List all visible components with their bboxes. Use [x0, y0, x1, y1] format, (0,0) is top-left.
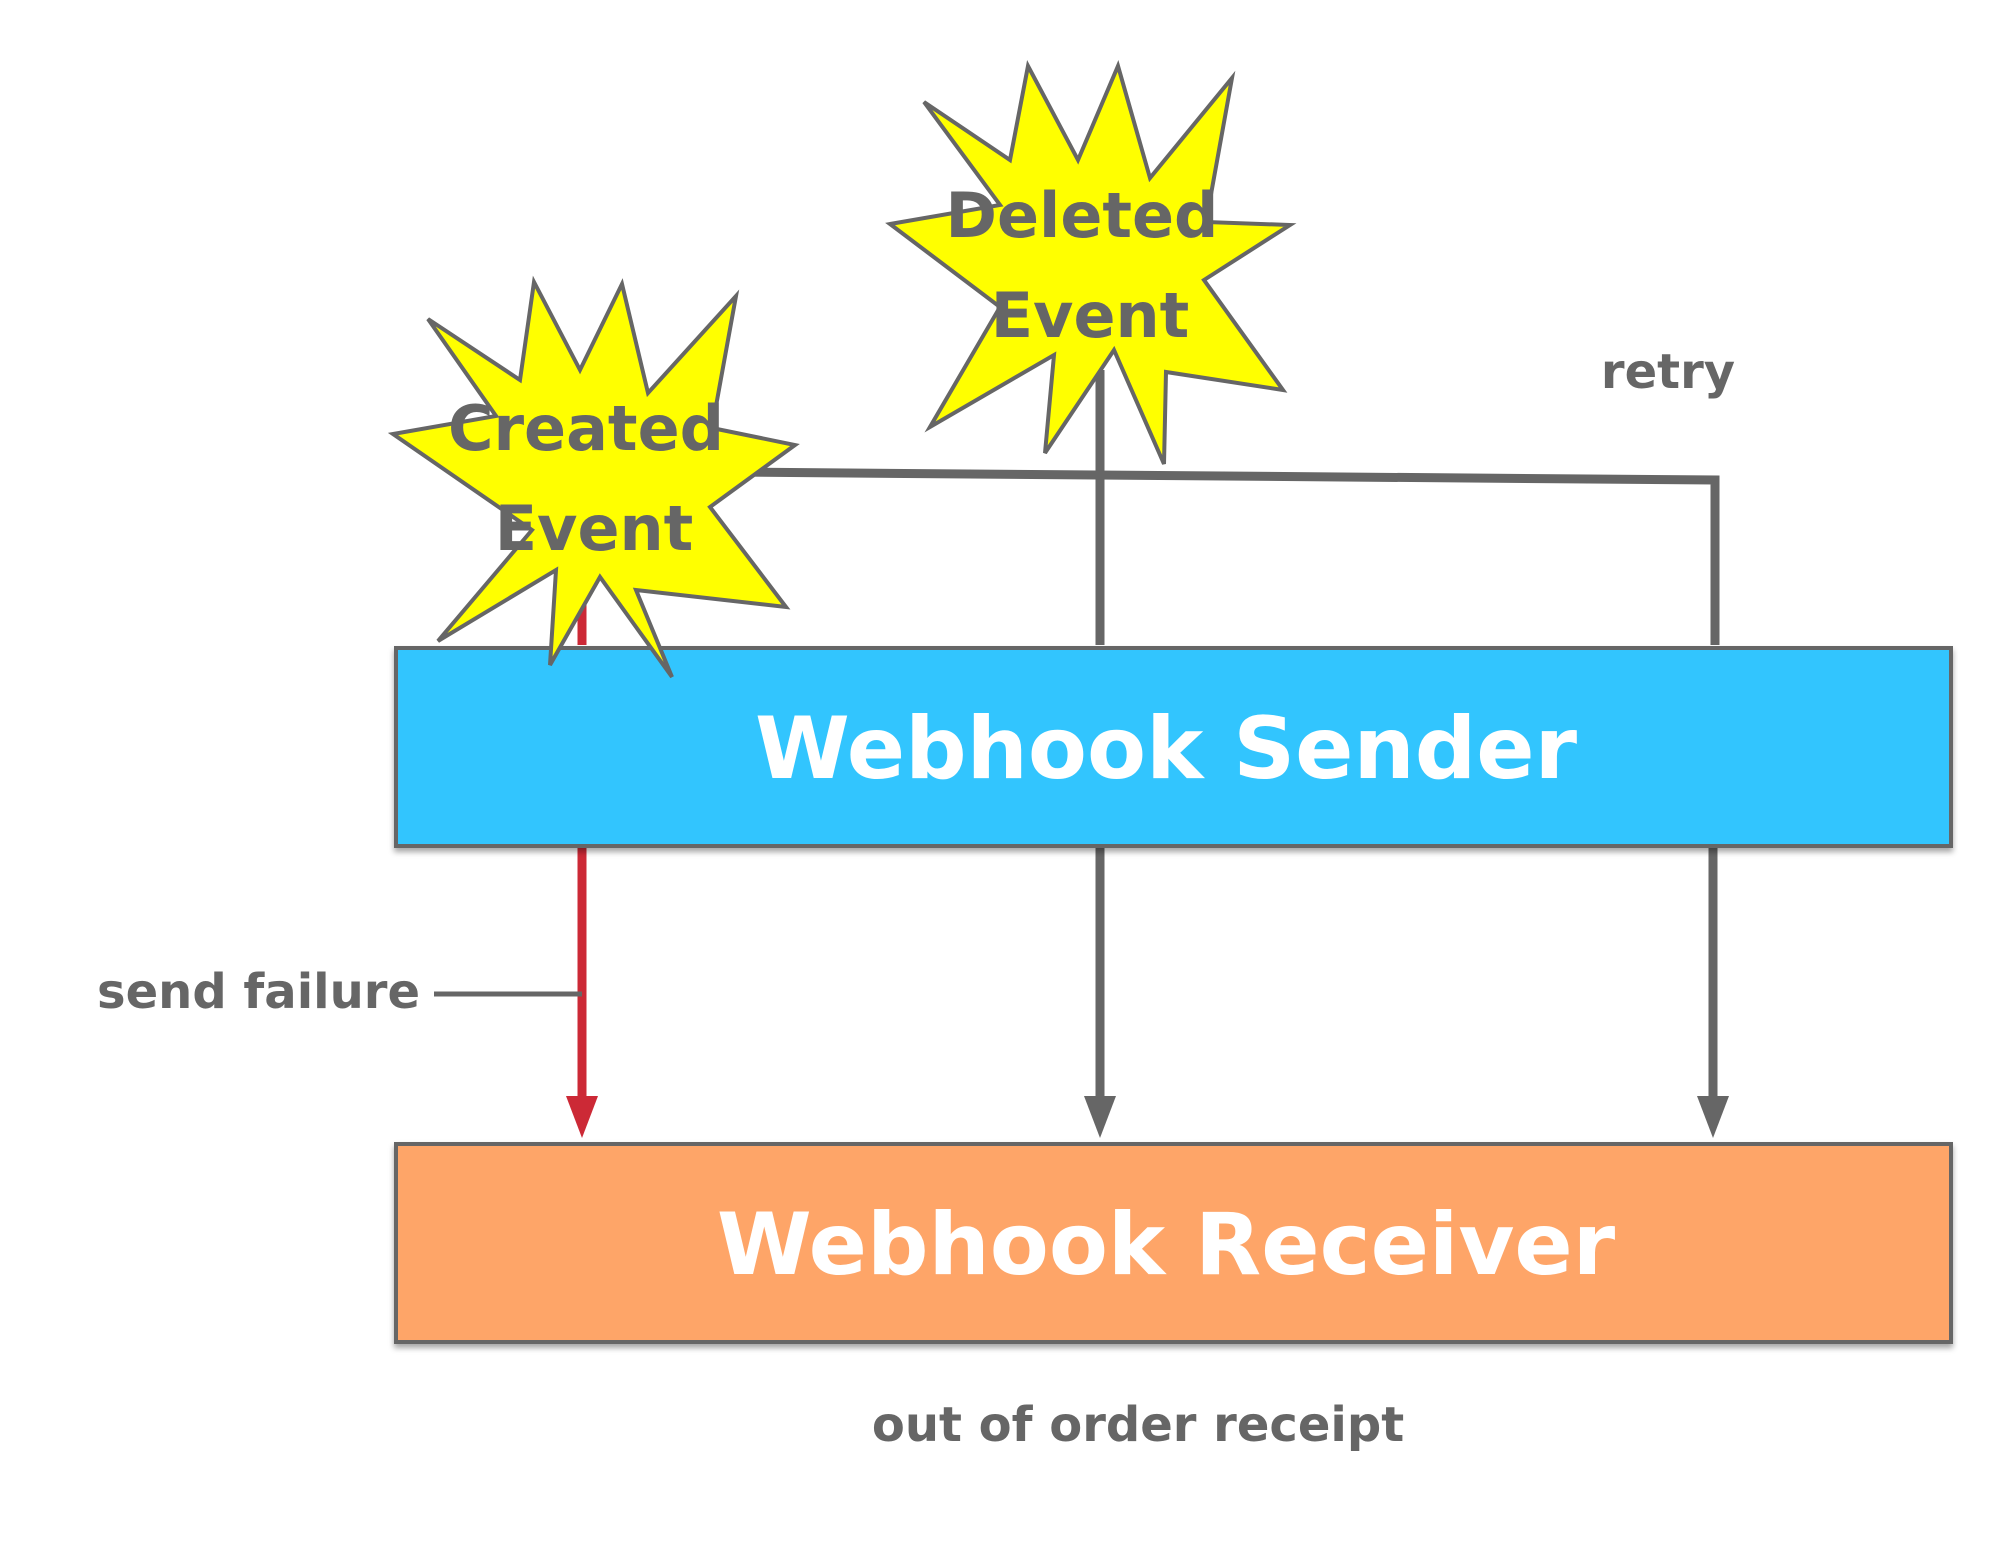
- deleted-event-line1: Deleted: [946, 179, 1219, 252]
- send-failure-label: send failure: [97, 964, 420, 1020]
- middle-arrow-head: [1084, 1096, 1116, 1138]
- retry-connector: [724, 467, 1720, 645]
- deleted-event-starburst: Deleted Event: [885, 60, 1297, 465]
- webhook-receiver-label: Webhook Receiver: [717, 1195, 1616, 1295]
- created-event-line2: Event: [495, 492, 694, 565]
- retry-label: retry: [1601, 344, 1735, 400]
- created-event-line1: Created: [448, 392, 724, 465]
- deleted-event-star-icon: [885, 60, 1297, 465]
- retry-arrow-head: [1697, 1096, 1729, 1138]
- deleted-event-line2: Event: [991, 279, 1190, 352]
- created-event-starburst: Created Event: [387, 275, 800, 679]
- webhook-receiver-box: Webhook Receiver: [394, 1142, 1953, 1344]
- failure-arrow-head: [566, 1096, 598, 1138]
- webhook-sender-box: Webhook Sender: [394, 646, 1953, 848]
- webhook-sender-label: Webhook Sender: [755, 699, 1578, 799]
- created-event-star-icon: [387, 275, 800, 679]
- out-of-order-receipt-label: out of order receipt: [872, 1397, 1404, 1453]
